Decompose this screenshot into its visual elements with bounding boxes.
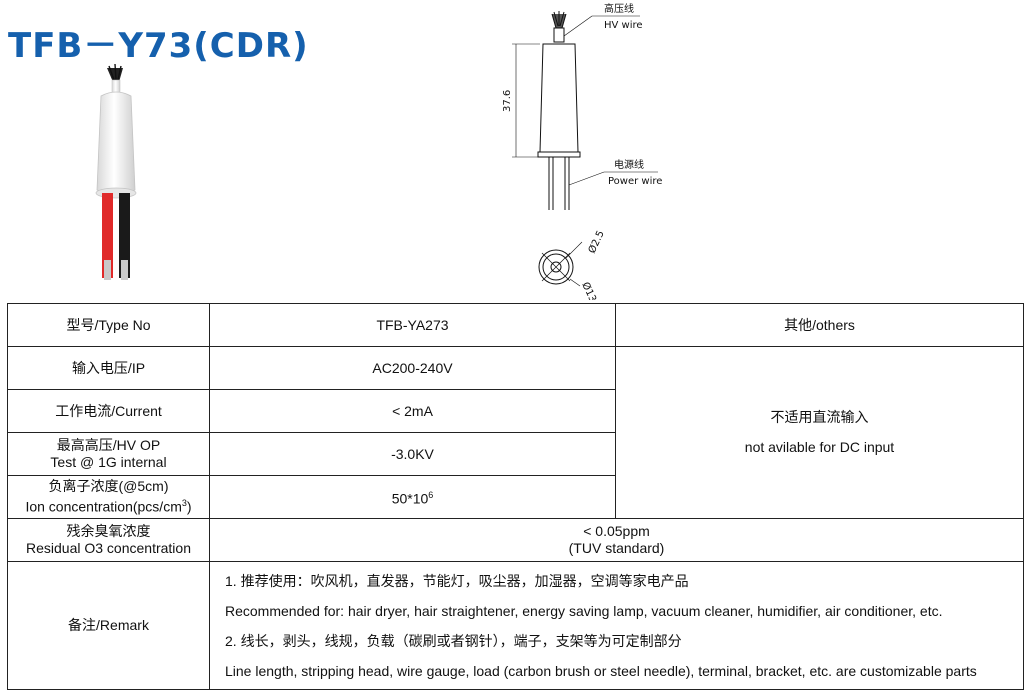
table-row: 备注/Remark 1. 推荐使用：吹风机，直发器，节能灯，吸尘器，加湿器，空调… (7, 561, 1024, 690)
hv-wire-label-cn: 高压线 (604, 2, 634, 15)
table-row: 型号/Type No TFB-YA273 其他/others (7, 303, 1024, 347)
others-label: 其他/others (615, 303, 1024, 347)
hv-label-cn: 最高高压/HV OP (56, 437, 161, 453)
type-label: 型号/Type No (7, 303, 210, 347)
product-photo (95, 63, 137, 280)
ion-label-end: ) (186, 498, 192, 515)
ion-value: 50*106 (209, 475, 616, 519)
inner-diameter-dimension: Ø2.5 (586, 229, 607, 256)
remark-label: 备注/Remark (7, 561, 210, 690)
ip-value: AC200-240V (209, 346, 616, 390)
product-title: TFB－Y73(CDR) (8, 26, 309, 66)
ion-label-sup: 3 (181, 498, 187, 509)
current-label: 工作电流/Current (7, 389, 210, 433)
table-row: 残余臭氧浓度 Residual O3 concentration < 0.05p… (7, 518, 1024, 562)
ozone-label-cn: 残余臭氧浓度 (66, 523, 151, 539)
carbon-brush-tip (107, 63, 123, 82)
type-value: TFB-YA273 (209, 303, 616, 347)
ozone-label: 残余臭氧浓度 Residual O3 concentration (7, 518, 210, 562)
spec-table: 型号/Type No TFB-YA273 其他/others 输入电压/IP A… (7, 303, 1024, 690)
ion-label-en: Ion concentration(pcs/cm3) (12, 495, 205, 516)
power-wire-label-cn: 电源线 (614, 158, 644, 171)
table-row: 输入电压/IP AC200-240V 不适用直流输入 not avilable … (7, 346, 1024, 519)
ozone-value-ppm: < 0.05ppm (583, 523, 650, 539)
ozone-value-standard: (TUV standard) (568, 540, 665, 556)
technical-drawing: 高压线 HV wire 电源线 Power wire 37.6 Ø2.5 Ø13 (502, 2, 662, 300)
hv-label-en: Test @ 1G internal (50, 454, 167, 470)
remark-line-3: 2. 线长，剥头，线规，负载（碳刷或者钢针），端子，支架等为可定制部分 (225, 632, 682, 649)
remark-line-2: Recommended for: hair dryer, hair straig… (225, 602, 943, 619)
hv-label: 最高高压/HV OP Test @ 1G internal (7, 432, 210, 476)
ozone-label-en: Residual O3 concentration (26, 540, 191, 556)
remark-line-4: Line length, stripping head, wire gauge,… (225, 662, 977, 679)
outer-diameter-dimension: Ø13 (579, 280, 599, 300)
remark-cell: 1. 推荐使用：吹风机，直发器，节能灯，吸尘器，加湿器，空调等家电产品 Reco… (209, 561, 1024, 690)
ion-label: 负离子浓度(@5cm) Ion concentration(pcs/cm3) (7, 475, 210, 519)
hv-value: -3.0KV (209, 432, 616, 476)
length-dimension: 37.6 (502, 90, 513, 112)
table-row: 最高高压/HV OP Test @ 1G internal -3.0KV (7, 432, 1024, 476)
red-wire (102, 193, 113, 278)
remark-line-1: 1. 推荐使用：吹风机，直发器，节能灯，吸尘器，加湿器，空调等家电产品 (225, 572, 689, 589)
ip-label: 输入电压/IP (7, 346, 210, 390)
hv-wire-label-en: HV wire (604, 20, 643, 31)
ion-label-en-text: Ion concentration(pcs/cm (25, 498, 182, 515)
ion-value-base: 50*10 (391, 490, 429, 507)
table-row: 工作电流/Current < 2mA (7, 389, 1024, 433)
current-value: < 2mA (209, 389, 616, 433)
others-note-en: not avilable for DC input (744, 439, 895, 455)
ion-value-sup: 6 (428, 489, 434, 500)
others-note-cn: 不适用直流输入 (770, 409, 869, 425)
black-wire (119, 193, 130, 278)
others-cell: 不适用直流输入 not avilable for DC input (615, 346, 1024, 519)
ozone-value: < 0.05ppm (TUV standard) (209, 518, 1024, 562)
power-wire-label-en: Power wire (608, 176, 662, 187)
ion-generator-body (96, 91, 136, 194)
ion-label-cn: 负离子浓度(@5cm) (48, 478, 169, 495)
